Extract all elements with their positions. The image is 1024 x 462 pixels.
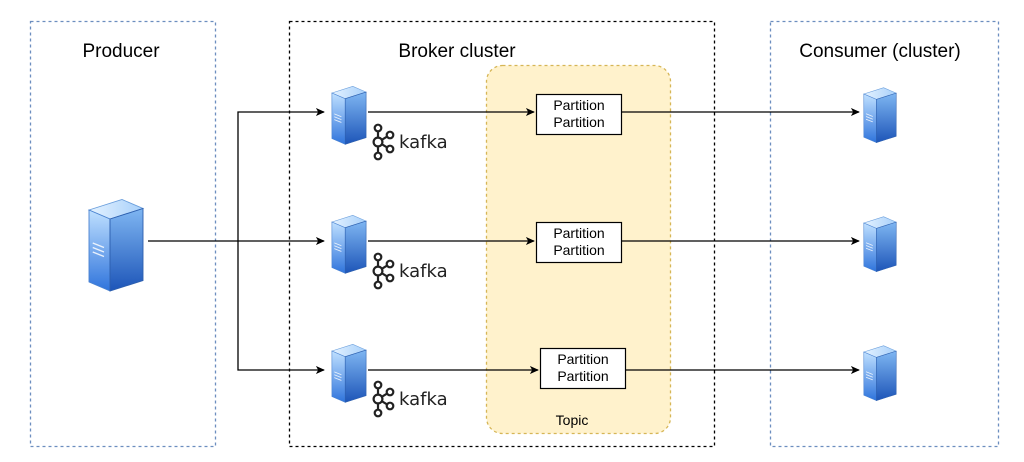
kafka-logo-icon: [372, 380, 395, 418]
consumer-3-server-icon: [863, 345, 897, 402]
kafka-logo-icon: [372, 123, 395, 161]
producer-server-icon: [88, 198, 144, 292]
broker-3-kafka-wordmark: kafka: [399, 389, 448, 410]
partition-box-1: Partition Partition: [535, 93, 623, 136]
kafka-logo-icon: [372, 252, 395, 290]
broker-1-kafka-wordmark: kafka: [399, 132, 448, 153]
broker-3-kafka-logo: kafka: [372, 380, 448, 418]
broker-3-server-icon: [331, 343, 367, 403]
consumer-cluster-title: Consumer (cluster): [799, 41, 961, 62]
partition-box-3: Partition Partition: [539, 347, 627, 390]
broker-2-kafka-wordmark: kafka: [399, 261, 448, 282]
broker-2-server-icon: [331, 214, 367, 274]
partition-box-2-line-1: Partition: [553, 225, 604, 241]
edge-split-to-broker-1: [237, 107, 325, 241]
partition-box-1-line-1: Partition: [553, 97, 604, 113]
partition-box-3-line-1: Partition: [557, 351, 608, 367]
partition-box-2-line-2: Partition: [553, 242, 604, 258]
producer-title: Producer: [82, 41, 160, 62]
edge-split-to-broker-3: [237, 241, 325, 375]
broker-cluster-title: Broker cluster: [398, 41, 516, 62]
partition-box-2: Partition Partition: [535, 221, 623, 264]
broker-cluster-group: [288, 20, 716, 448]
consumer-cluster-group: [769, 20, 1000, 448]
partition-box-1-line-2: Partition: [553, 114, 604, 130]
consumer-1-server-icon: [863, 87, 897, 144]
producer-group: [29, 20, 217, 448]
broker-1-kafka-logo: kafka: [372, 123, 448, 161]
partition-box-3-line-2: Partition: [557, 368, 608, 384]
topic-label: Topic: [556, 412, 589, 428]
broker-2-kafka-logo: kafka: [372, 252, 448, 290]
consumer-2-server-icon: [863, 216, 897, 273]
broker-1-server-icon: [331, 85, 367, 145]
